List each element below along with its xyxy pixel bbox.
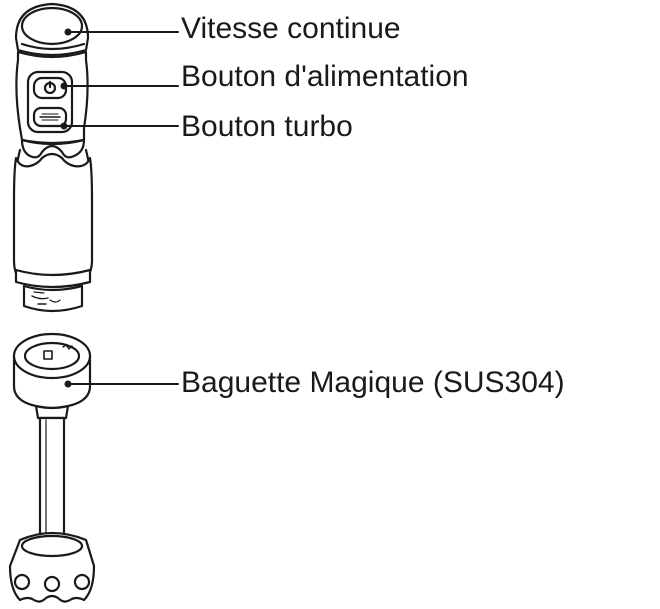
motor-coupling	[22, 284, 84, 313]
guard-window	[73, 573, 91, 591]
turbo-icon	[39, 113, 61, 121]
label-turbo-button: Bouton turbo	[181, 110, 353, 143]
grip-band	[20, 138, 86, 159]
label-speed-dial: Vitesse continue	[181, 12, 401, 45]
label-blender-wand: Baguette Magique (SUS304)	[181, 366, 565, 399]
guard-window	[43, 575, 61, 593]
guard-window	[13, 573, 31, 591]
wand-socket	[43, 350, 53, 360]
power-icon	[43, 80, 57, 95]
speed-dial-top	[20, 6, 84, 46]
leader-lines	[60, 28, 179, 388]
leader-dot-turbo	[60, 122, 68, 130]
leader-dot-power	[60, 82, 68, 90]
motor-handle	[12, 2, 94, 313]
wand-taper	[34, 404, 70, 420]
handle-bottom-ring	[14, 268, 92, 289]
leader-dot-speed	[64, 28, 72, 36]
leader-dot-wand	[64, 380, 72, 388]
wand-shaft	[38, 416, 66, 538]
label-power-button: Bouton d'alimentation	[181, 60, 469, 93]
blender-wand	[8, 332, 96, 603]
handle-grip	[12, 152, 94, 282]
